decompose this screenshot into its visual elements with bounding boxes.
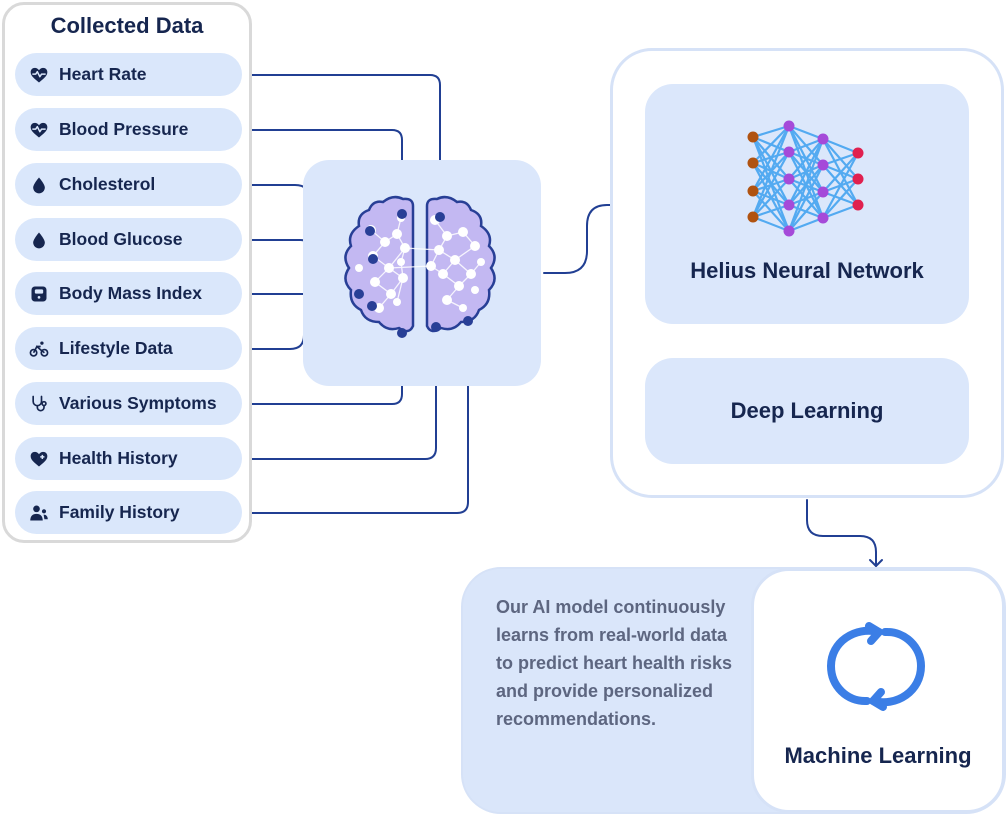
nn-node: [783, 120, 795, 132]
arrow-to-ml: [806, 499, 877, 567]
nn-node: [747, 211, 759, 223]
stethoscope-icon: [32, 395, 47, 411]
people-icon: [30, 505, 48, 520]
heart-plus-icon: [30, 451, 48, 466]
nn-edge: [752, 125, 790, 164]
nn-node: [783, 225, 795, 237]
data-item-label: Lifestyle Data: [59, 338, 173, 358]
nn-node: [817, 186, 829, 198]
bicycle-icon: [29, 341, 49, 357]
nn-edge: [752, 124, 790, 139]
nn-edge: [751, 125, 791, 218]
data-item-label: Blood Pressure: [59, 119, 189, 139]
brain-icon: [344, 195, 496, 338]
data-item-label: Health History: [59, 448, 178, 468]
heart-pulse-icon: [30, 67, 48, 82]
data-item-label: Various Symptoms: [59, 393, 217, 413]
nn-edge: [822, 203, 859, 220]
nn-node: [852, 173, 864, 185]
nn-edge: [788, 124, 824, 141]
nn-edge: [788, 191, 824, 232]
nn-edge: [788, 137, 824, 154]
nn-edge: [752, 215, 790, 233]
collected-data-title: Collected Data: [50, 13, 204, 38]
data-item-label: Heart Rate: [59, 64, 147, 84]
wire-health-history: [244, 327, 437, 460]
data-item-family-history: Family History: [15, 491, 242, 534]
helius-neural-network-card: [645, 84, 969, 324]
nn-node: [817, 212, 829, 224]
data-item-label: Blood Glucose: [59, 229, 183, 249]
data-item-label: Cholesterol: [59, 174, 156, 194]
nn-edge: [822, 151, 859, 167]
nn-edge: [788, 216, 824, 233]
brain-card: [303, 160, 541, 386]
wire-blood-pressure: [244, 129, 403, 214]
droplet-icon: [33, 177, 45, 193]
scale-icon: [31, 286, 47, 301]
data-item-cholesterol: Cholesterol: [15, 163, 242, 206]
deep-learning-card: Deep Learning: [645, 358, 969, 464]
nn-node: [852, 147, 864, 159]
nn-node: [783, 173, 795, 185]
helius-neural-network-title: Helius Neural Network: [690, 258, 924, 283]
nn-node: [783, 199, 795, 211]
wire-heart-rate: [244, 74, 441, 217]
nn-edge: [822, 152, 859, 193]
data-item-health-history: Health History: [15, 437, 242, 480]
data-item-heart-rate: Heart Rate: [15, 53, 242, 96]
arrow-head-ml: [869, 559, 883, 567]
nn-node: [747, 185, 759, 197]
nn-node: [783, 146, 795, 158]
nn-edge: [787, 138, 825, 232]
nn-edge: [822, 152, 859, 219]
data-item-lifestyle: Lifestyle Data: [15, 327, 242, 370]
data-item-blood-glucose: Blood Glucose: [15, 218, 242, 261]
heart-pulse-icon: [30, 122, 48, 137]
data-item-symptoms: Various Symptoms: [15, 382, 242, 425]
nn-edge: [752, 203, 790, 219]
nn-node: [747, 131, 759, 143]
nn-edge: [752, 151, 790, 218]
wire-symptoms: [244, 333, 403, 405]
wire-family-history: [244, 321, 469, 514]
nn-edge: [788, 164, 824, 232]
nn-node: [817, 133, 829, 145]
neural-network-icon: [747, 120, 864, 237]
nn-edge: [822, 178, 859, 219]
nn-edge: [788, 138, 824, 206]
data-item-label: Body Mass Index: [59, 283, 202, 303]
data-item-label: Family History: [59, 502, 180, 522]
machine-learning-description: Our AI model continuously learns from re…: [496, 597, 733, 729]
nn-node: [817, 159, 829, 171]
nn-edge: [788, 138, 824, 180]
nn-edge: [752, 125, 790, 192]
droplet-icon: [33, 232, 45, 248]
nn-edge: [752, 178, 790, 218]
machine-learning-title: Machine Learning: [784, 743, 972, 768]
data-item-blood-pressure: Blood Pressure: [15, 108, 242, 151]
cycle-icon: [827, 622, 925, 711]
arrow-brain-to-nn: [543, 204, 641, 274]
nn-node: [747, 157, 759, 169]
nn-node: [852, 199, 864, 211]
nn-edge: [822, 137, 859, 155]
data-item-body-mass-index: Body Mass Index: [15, 272, 242, 315]
deep-learning-title: Deep Learning: [730, 398, 884, 423]
